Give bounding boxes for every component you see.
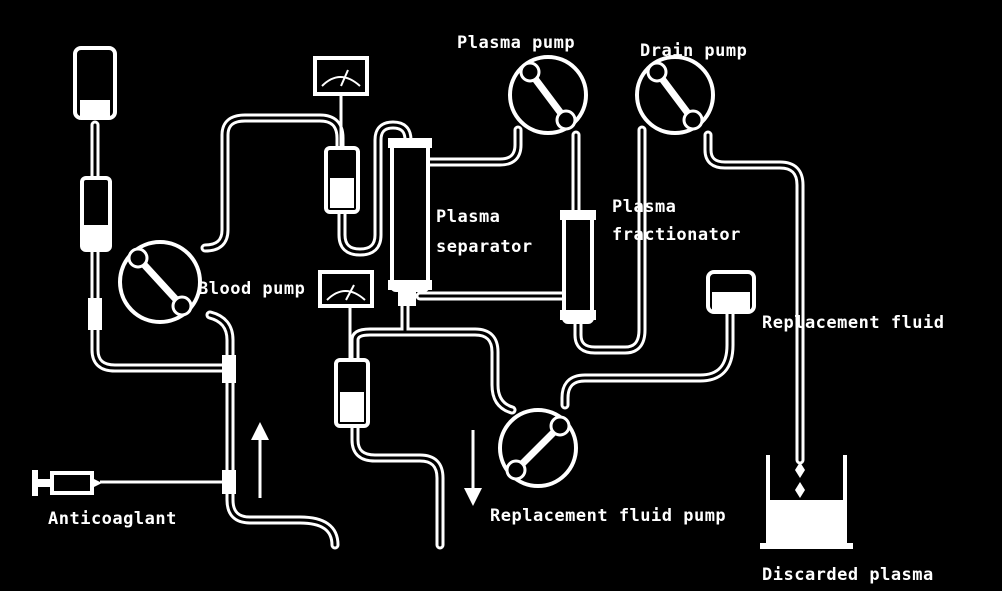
junction-clamp-icon [222,355,236,383]
junction-clamp-2-icon [222,470,236,494]
plasma-separator-label-1: Plasma [436,207,501,227]
discarded-plasma-label: Discarded plasma [762,565,934,585]
discard-container-icon [760,455,853,549]
anticoagulant-label: Anticoaglant [48,509,177,529]
drip-chamber-2-icon [334,358,370,428]
plasma-fractionator-icon [560,210,596,324]
plasma-pump-label: Plasma pump [457,33,576,53]
pressure-gauge-icon [313,56,369,148]
replacement-fluid-label: Replacement fluid [762,313,945,333]
flow-up-arrow-icon [251,422,269,498]
replacement-fluid-pump-label: Replacement fluid pump [490,506,727,526]
syringe-icon [32,470,102,496]
drain-pump-label: Drain pump [640,41,748,61]
flow-down-arrow-icon [464,430,482,506]
pressure-gauge-2-icon [318,270,374,360]
plasma-separator-label-2: separator [436,237,533,257]
anticoagulant-chamber-icon [80,176,112,252]
drain-pump-icon [635,55,715,135]
blood-pump-icon [118,240,202,324]
replacement-fluid-pump-icon [498,408,578,488]
blood-pump-label: Blood pump [198,279,306,299]
plasma-fractionator-label-2: fractionator [612,225,741,245]
plasma-separator-icon [388,138,432,306]
plasma-fractionator-label-1: Plasma [612,197,677,217]
fluid-bag-icon [706,270,756,314]
anticoagulant-bag-icon [73,46,117,120]
drip-chamber-icon [324,146,360,214]
clamp-icon [88,298,102,330]
tubing [90,113,805,550]
plasma-pump-icon [508,55,588,135]
